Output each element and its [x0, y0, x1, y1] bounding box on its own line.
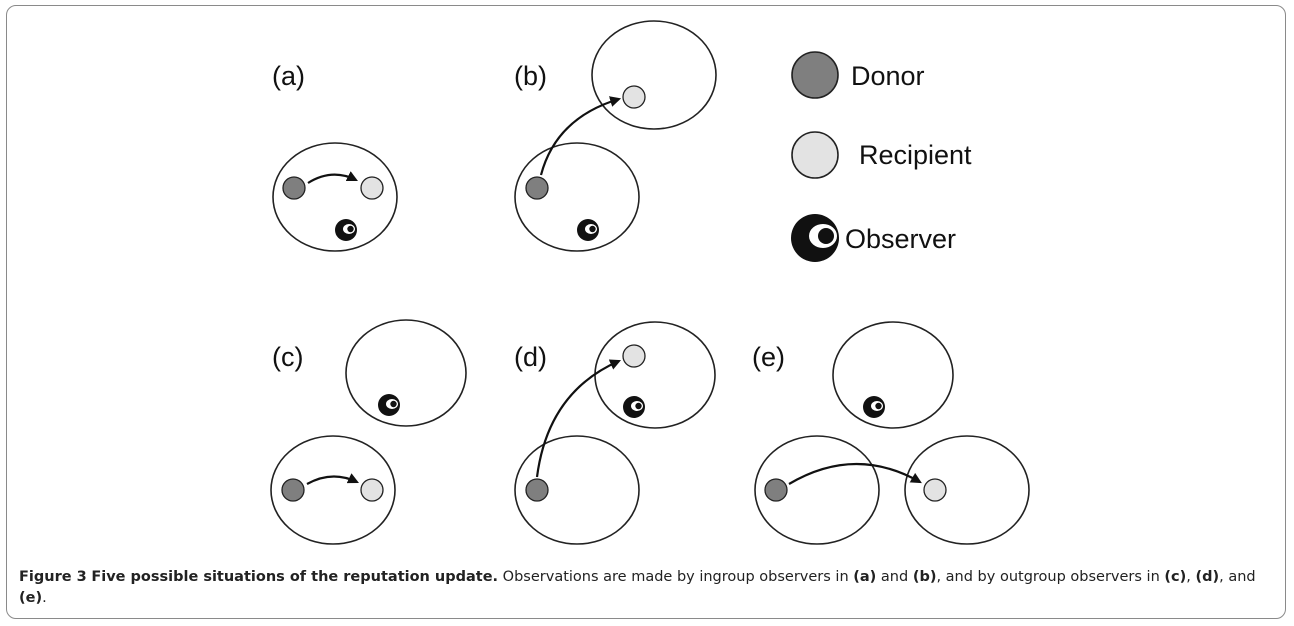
help-arrow: [307, 171, 358, 184]
panel-c: (c): [270, 319, 467, 545]
group-ellipse: [904, 435, 1030, 545]
recipient-node: [923, 478, 947, 502]
panel-label-b: (b): [514, 61, 547, 91]
caption-ref-b: (b): [912, 569, 937, 585]
figure-caption: Figure 3 Five possible situations of the…: [19, 567, 1274, 609]
caption-ref-c: (c): [1164, 569, 1187, 585]
panel-label-c: (c): [272, 342, 303, 372]
help-arrow: [539, 96, 622, 176]
help-arrow: [306, 473, 359, 485]
legend: Donor Recipient Observer: [791, 51, 972, 262]
panel-label-a: (a): [272, 61, 305, 91]
recipient-node: [622, 85, 646, 109]
help-arrow: [788, 462, 922, 485]
donor-node: [764, 478, 788, 502]
caption-text: Observations are made by ingroup observe…: [498, 569, 854, 585]
caption-text: .: [42, 590, 47, 606]
panel-a: (a): [272, 61, 398, 252]
group-ellipse: [754, 435, 880, 545]
caption-ref-e: (e): [19, 590, 43, 606]
legend-recipient-label: Recipient: [859, 140, 972, 170]
caption-text: , and: [1219, 569, 1256, 585]
figure-frame: [6, 5, 1286, 619]
group-ellipse: [832, 321, 954, 429]
caption-ref-a: (a): [853, 569, 877, 585]
donor-node: [281, 478, 305, 502]
caption-text: , and by outgroup observers in: [936, 569, 1165, 585]
observer-icon: [863, 396, 885, 418]
donor-node: [525, 478, 549, 502]
panel-d: (d): [514, 321, 716, 545]
legend-donor-label: Donor: [851, 61, 925, 91]
group-ellipse: [514, 142, 640, 252]
observer-icon: [335, 219, 357, 241]
caption-text: and: [876, 569, 913, 585]
caption-ref-d: (d): [1195, 569, 1220, 585]
caption-title: Five possible situations of the reputati…: [91, 569, 499, 585]
panel-e: (e): [752, 321, 1030, 545]
recipient-node: [622, 344, 646, 368]
legend-recipient-swatch: [791, 131, 839, 179]
legend-observer-icon: [791, 214, 839, 262]
panel-label-d: (d): [514, 342, 547, 372]
caption-figure-label: Figure 3: [19, 569, 87, 585]
group-ellipse: [345, 319, 467, 427]
observer-icon: [378, 394, 400, 416]
group-ellipse: [594, 321, 716, 429]
group-ellipse: [272, 142, 398, 252]
recipient-node: [360, 478, 384, 502]
observer-icon: [577, 219, 599, 241]
donor-node: [525, 176, 549, 200]
legend-donor-swatch: [791, 51, 839, 99]
help-arrow: [535, 359, 622, 478]
observer-icon: [623, 396, 645, 418]
donor-node: [282, 176, 306, 200]
recipient-node: [360, 176, 384, 200]
legend-observer-label: Observer: [845, 224, 956, 254]
group-ellipse: [514, 435, 640, 545]
caption-text: ,: [1186, 569, 1196, 585]
group-ellipse: [270, 435, 396, 545]
panel-label-e: (e): [752, 342, 785, 372]
group-ellipse: [591, 20, 717, 130]
panel-b: (b): [514, 20, 717, 252]
